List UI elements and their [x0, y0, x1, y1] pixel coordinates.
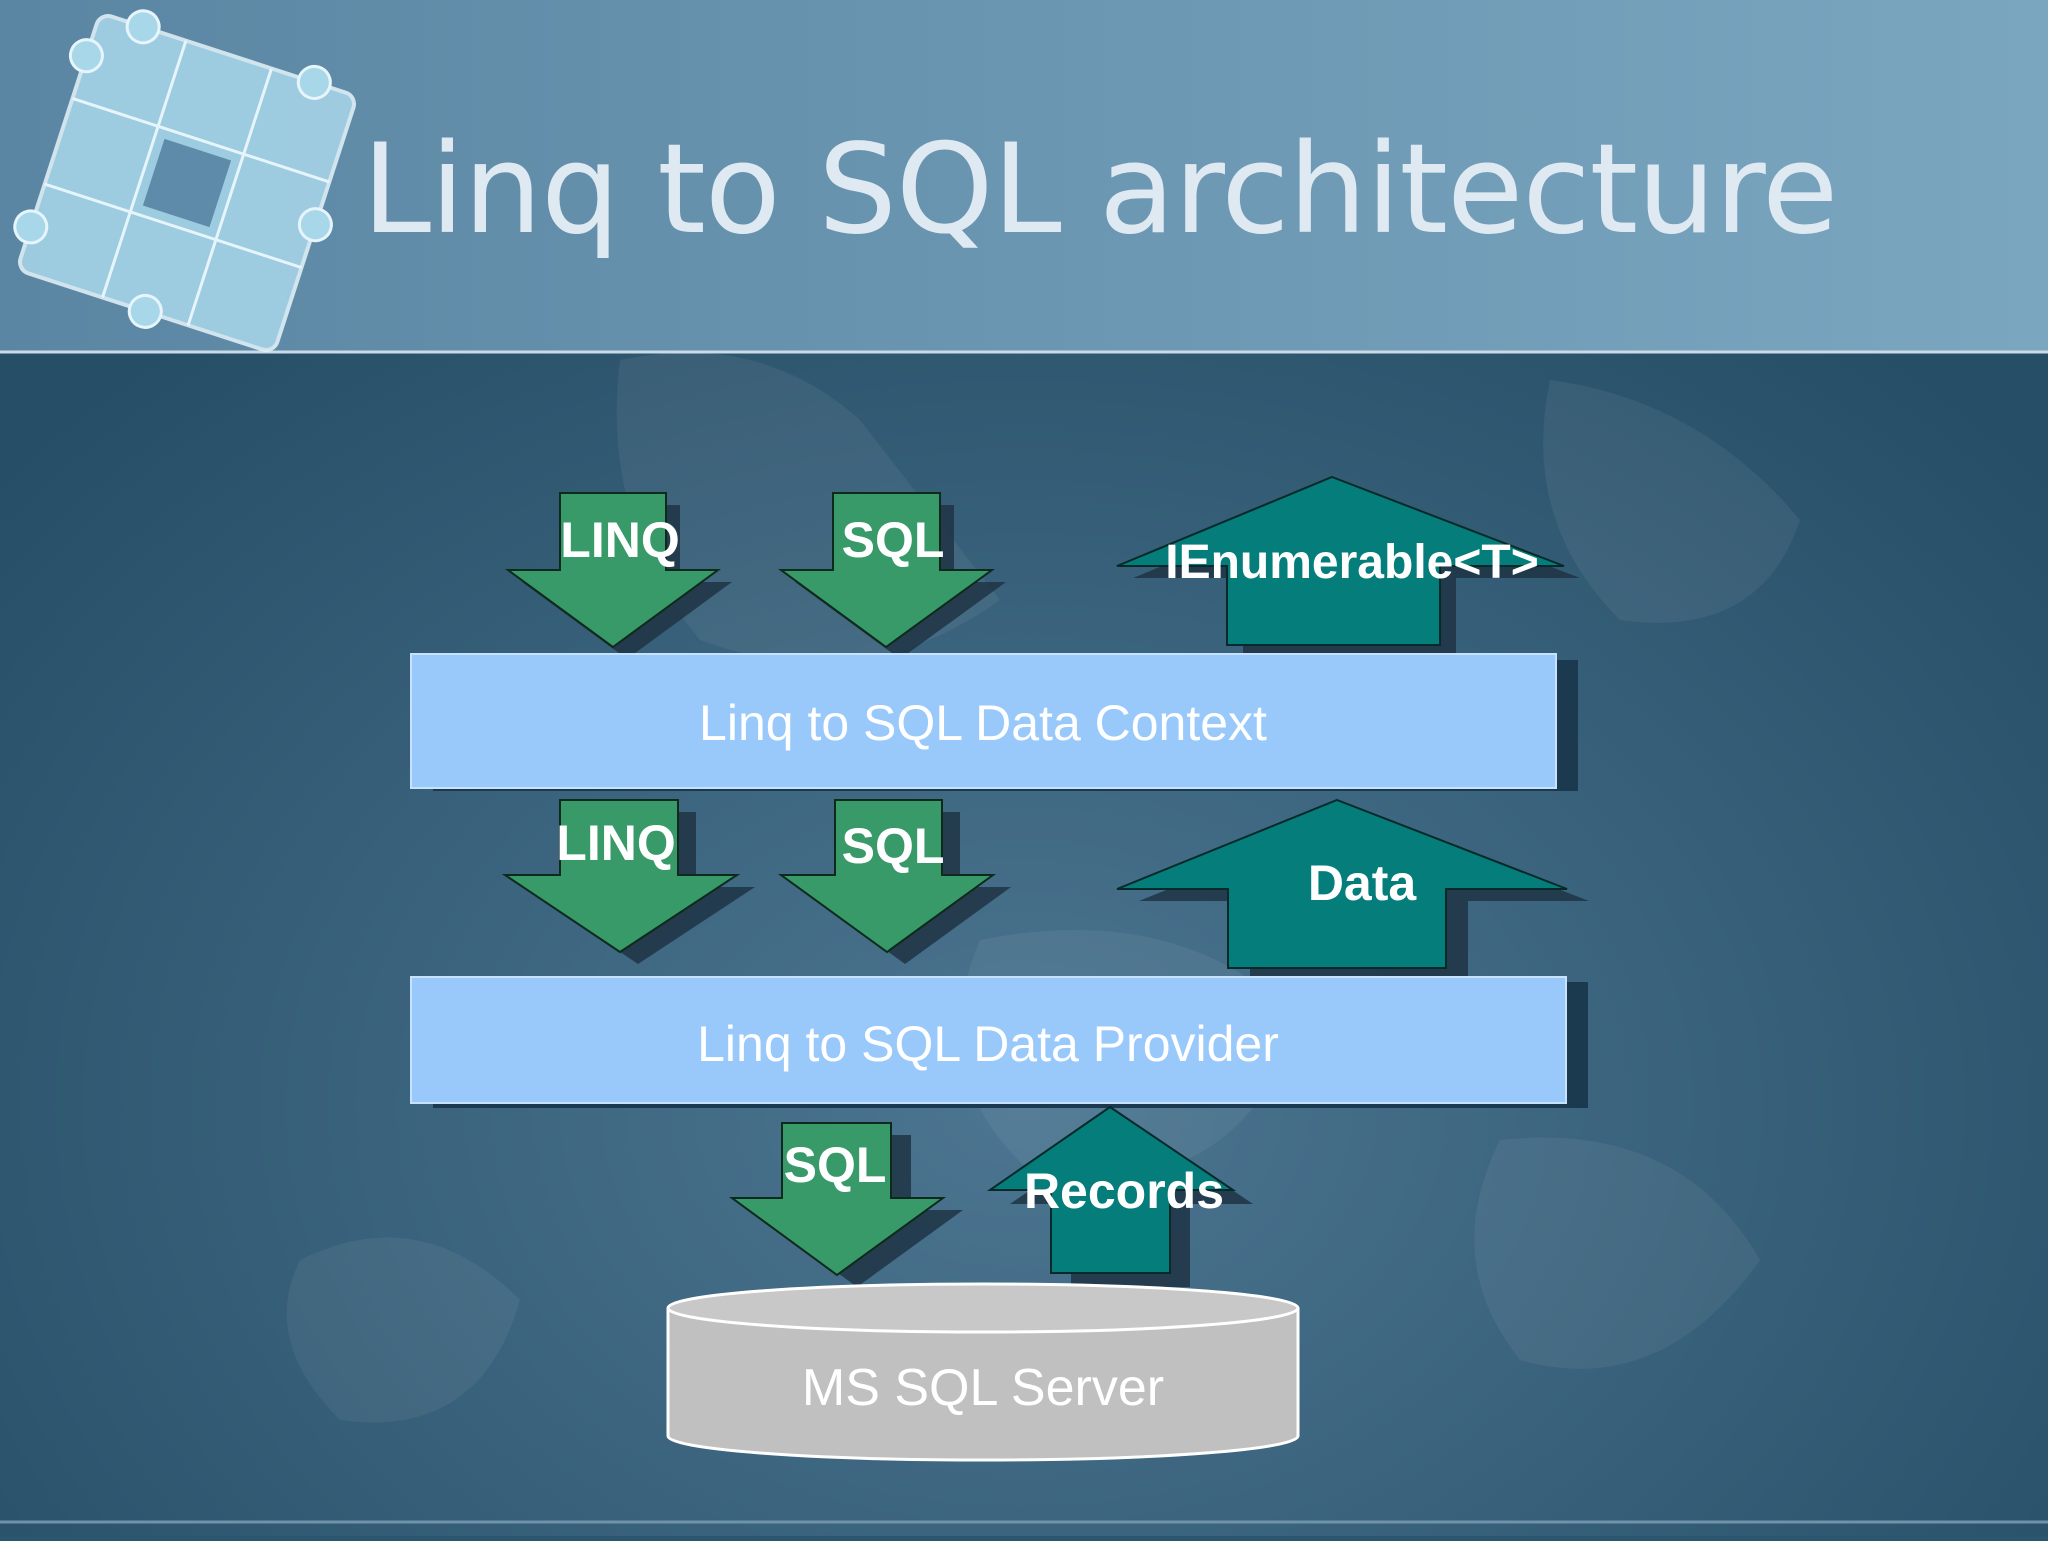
data-context-label: Linq to SQL Data Context	[699, 695, 1267, 751]
arrow-mid-linq-label: LINQ	[556, 815, 675, 871]
arrow-top-linq-label: LINQ	[560, 512, 679, 568]
arrow-bottom-records-label: Records	[1024, 1163, 1224, 1219]
puzzle-logo-icon	[13, 9, 356, 352]
arrow-top-sql-label: SQL	[842, 512, 945, 568]
data-provider-label: Linq to SQL Data Provider	[697, 1016, 1279, 1072]
arrow-mid-data: Data	[1116, 798, 1589, 980]
arrow-bottom-records: Records	[986, 1105, 1253, 1287]
database-label: MS SQL Server	[802, 1359, 1164, 1417]
arrow-top-ienumerable: IEnumerable<T>	[1116, 475, 1580, 657]
arrow-top-sql: SQL	[777, 492, 1006, 659]
arrow-mid-sql-label: SQL	[842, 818, 945, 874]
arrow-mid-sql: SQL	[777, 799, 1011, 964]
arrow-mid-linq: LINQ	[501, 799, 755, 964]
arrow-top-ienumerable-label: IEnumerable<T>	[1165, 536, 1538, 589]
database-cylinder-icon: MS SQL Server	[666, 1282, 1300, 1462]
data-provider-layer: Linq to SQL Data Provider	[410, 976, 1588, 1108]
data-context-layer: Linq to SQL Data Context	[410, 653, 1578, 791]
arrow-mid-data-label: Data	[1308, 855, 1418, 911]
header-band	[0, 0, 2048, 352]
slide-title: Linq to SQL architecture	[362, 118, 1838, 262]
arrow-bottom-sql: SQL	[728, 1122, 963, 1287]
arrow-top-linq: LINQ	[504, 492, 732, 659]
arrow-bottom-sql-label: SQL	[784, 1137, 887, 1193]
